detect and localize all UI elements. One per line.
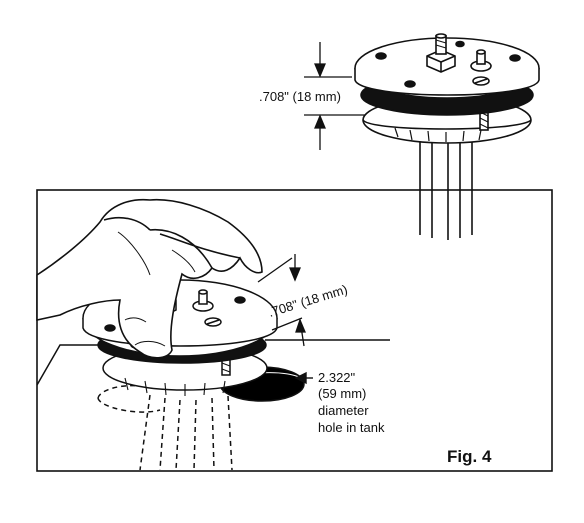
ground-screw <box>472 76 490 86</box>
hand-illustration <box>36 198 263 359</box>
dashed-tubes <box>97 384 233 471</box>
plate-hole <box>509 54 521 62</box>
inset-small-terminal <box>192 289 214 312</box>
terminal-nut <box>426 33 456 73</box>
sender-head-assembly <box>354 33 540 240</box>
top-dimension-marker <box>304 42 365 150</box>
inset-frame <box>36 189 553 472</box>
inset-dimension-label: .708" (18 mm) <box>266 282 349 320</box>
inset-ground-screw <box>204 317 222 327</box>
hole-callout-line-3: diameter <box>318 403 369 418</box>
sender-tubes <box>419 140 473 240</box>
figure-label: Fig. 4 <box>447 447 492 466</box>
plate-hole <box>404 80 416 88</box>
plate-hole <box>455 40 465 48</box>
top-dimension-label: .708" (18 mm) <box>259 89 341 104</box>
hole-callout-line-1: 2.322" <box>318 370 356 385</box>
hole-callout-line-4: hole in tank <box>318 420 385 435</box>
plate-hole <box>375 52 387 60</box>
inset-dimension-marker <box>257 254 306 347</box>
hole-callout-arrow <box>294 371 313 385</box>
hole-callout-line-2: (59 mm) <box>318 386 366 401</box>
small-terminal <box>470 49 492 72</box>
inset-plate-hole <box>104 324 116 332</box>
inset-plate-hole <box>234 296 246 304</box>
